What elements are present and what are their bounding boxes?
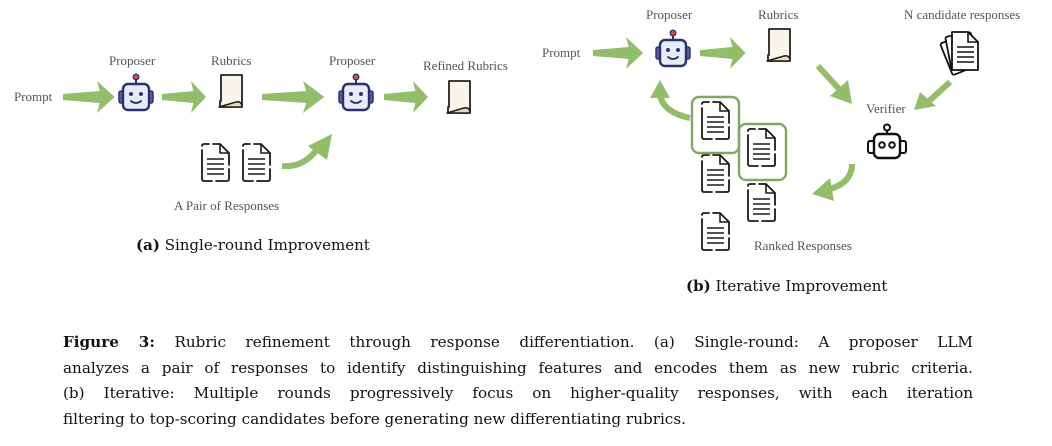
arrow-verifier-to-ranked [812,163,855,201]
diagram-canvas [63,28,979,251]
label-ranked-responses: Ranked Responses [754,238,852,253]
ranked-doc-icon-1 [701,101,730,140]
arrow-prompt-to-proposer-b [593,37,644,69]
panel-b [593,28,979,251]
verifier-robot-icon [866,123,908,160]
arrow-candidates-to-verifier [914,79,953,110]
proposer-robot-icon-b [654,29,692,68]
subcaption-a-text: Single-round Improvement [164,236,370,254]
ranked-doc-icon-3 [701,212,730,251]
label-verifier: Verifier [866,101,906,116]
rubrics-paper-icon [218,74,243,108]
label-refined-rubrics: Refined Rubrics [423,58,508,73]
caption-line-2: analyzes a pair of responses to identify… [63,358,973,377]
label-proposer-a1: Proposer [109,53,156,68]
arrow-proposer-to-rubrics-b [700,37,746,69]
curved-arrow-pair-to-proposer [281,134,332,170]
arrow-rubrics-to-verifier [815,63,852,104]
label-prompt-b: Prompt [542,45,581,60]
label-prompt-a: Prompt [14,89,53,104]
subcaption-b-text: Iterative Improvement [715,277,888,295]
label-rubrics-a: Rubrics [211,53,252,68]
label-proposer-a2: Proposer [329,53,376,68]
response-doc-icon-1 [201,143,230,182]
label-rubrics-b: Rubrics [758,7,799,22]
label-proposer-b: Proposer [646,7,693,22]
rubrics-paper-icon-b [766,28,791,62]
caption-line-1-text: Rubric refinement through response diffe… [154,333,973,351]
label-n-candidate-responses: N candidate responses [904,7,1021,22]
subcaption-b: (b) Iterative Improvement [686,277,887,295]
ranked-doc-icon-4 [747,128,776,167]
subcaption-b-tag: (b) [686,277,711,295]
candidate-responses-stack-icon [939,31,979,76]
panel-a [63,72,471,182]
subcaption-a-tag: (a) [136,236,160,254]
caption-label: Figure 3: [63,333,155,351]
proposer-robot-icon-2 [337,72,375,112]
subcaption-a: (a) Single-round Improvement [136,236,370,254]
arrow-proposer-to-refined-rubrics [384,81,429,113]
label-pair-of-responses: A Pair of Responses [174,198,280,213]
arrow-rubrics-to-proposer [262,81,325,113]
ranked-doc-icon-2 [701,154,730,193]
top-ranked-highlight-2 [737,122,788,182]
caption-line-3: (b) Iterative: Multiple rounds progressi… [63,384,973,402]
figure-diagram: Prompt Proposer Rubrics Proposer Refined… [14,7,1021,295]
figure-caption: Figure 3: Rubric refinement through resp… [63,330,973,432]
top-ranked-highlight-1 [690,95,741,155]
response-doc-icon-2 [242,143,271,182]
arrow-prompt-to-proposer [63,81,115,113]
refined-rubrics-paper-icon [446,80,471,114]
proposer-robot-icon [117,72,155,112]
arrow-ranked-to-proposer [650,80,691,121]
ranked-doc-icon-5 [747,183,776,222]
caption-line-1: Figure 3: Rubric refinement through resp… [63,330,973,356]
arrow-proposer-to-rubrics [162,81,207,113]
caption-line-4: filtering to top-scoring candidates befo… [63,409,686,428]
